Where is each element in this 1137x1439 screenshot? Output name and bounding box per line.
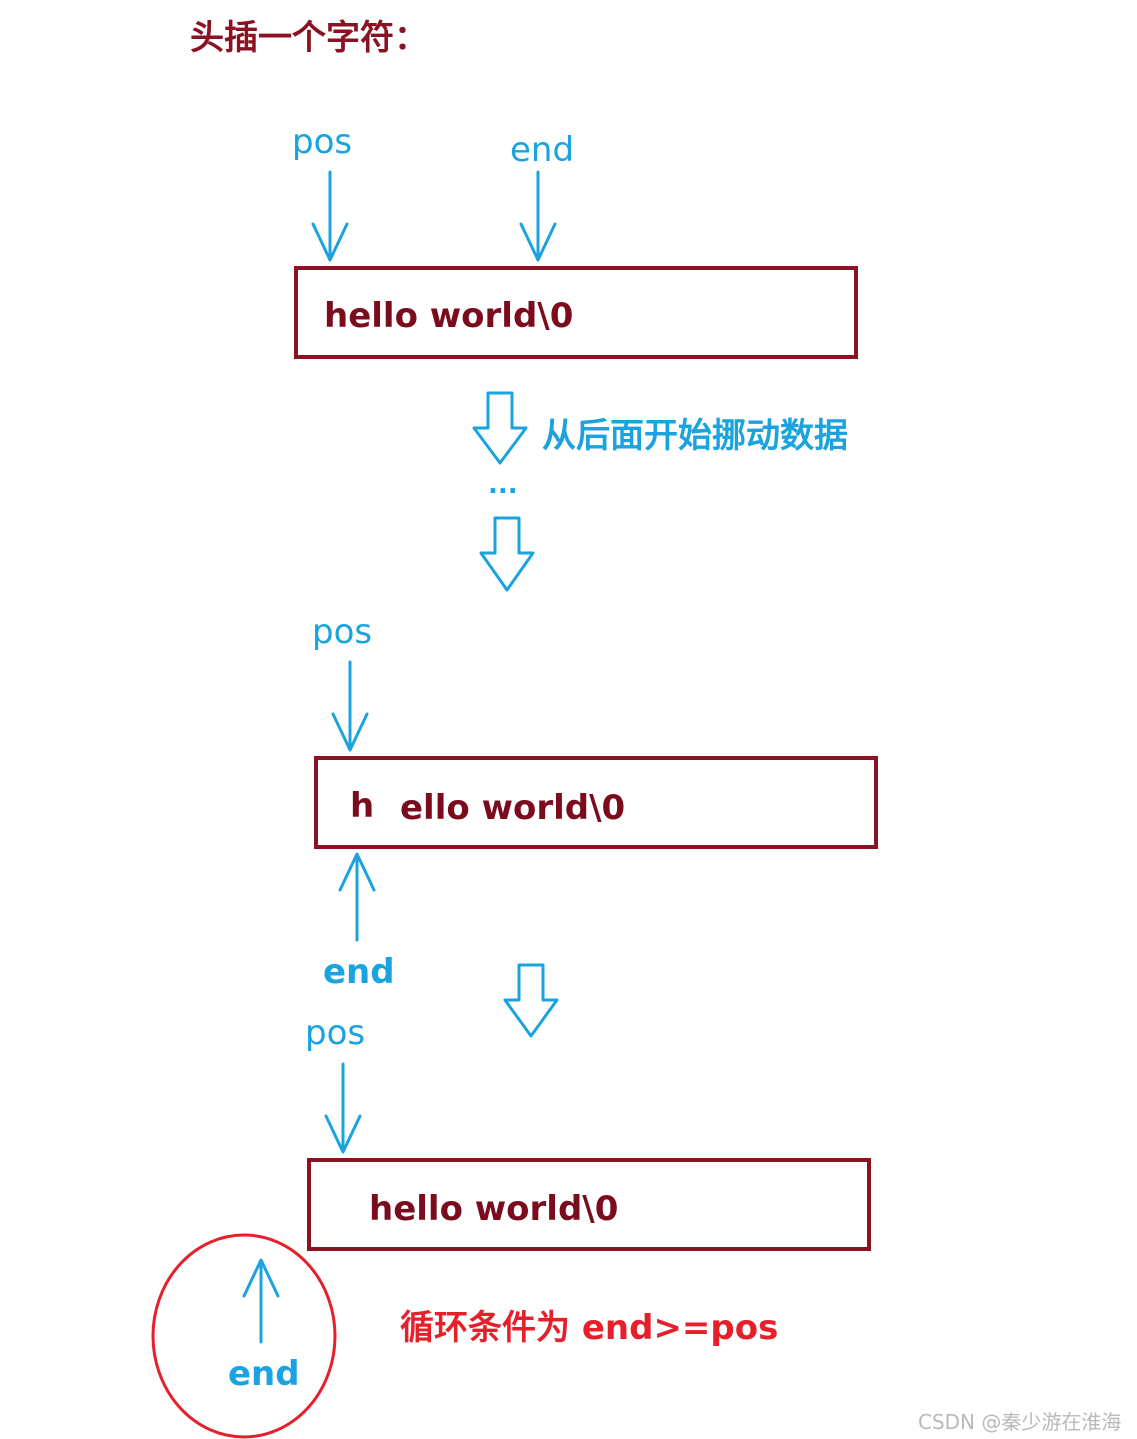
end-arrow-step2 [338, 852, 376, 942]
string-box-step2: h ello world\0 [314, 756, 878, 849]
end-label-step3: end [228, 1354, 300, 1394]
string-first-char-step2: h [350, 786, 375, 826]
string-rest-step2: ello world\0 [400, 788, 626, 828]
end-label-step2: end [323, 952, 395, 992]
hollow-down-arrow-2 [479, 516, 535, 592]
string-text-step3: hello world\0 [369, 1189, 619, 1229]
ellipsis: ... [488, 470, 518, 500]
watermark: CSDN @秦少游在淮海 [918, 1410, 1122, 1434]
end-arrow-step3 [242, 1258, 280, 1344]
pos-arrow-step1 [311, 170, 349, 262]
string-box-step1: hello world\0 [294, 266, 858, 359]
pos-label-step1: pos [292, 122, 353, 162]
pos-arrow-step3 [324, 1062, 362, 1154]
diagram-title: 头插一个字符： [190, 18, 428, 58]
loop-condition-note: 循环条件为 end>=pos [400, 1308, 779, 1348]
end-arrow-step1 [519, 170, 557, 262]
pos-arrow-step2 [331, 660, 369, 752]
hollow-down-arrow-3 [503, 963, 559, 1038]
pos-label-step3: pos [305, 1013, 366, 1053]
end-label-step1: end [510, 130, 575, 170]
end-highlight-circle [151, 1233, 337, 1439]
hollow-down-arrow-1 [472, 391, 528, 465]
move-data-note: 从后面开始挪动数据 [542, 416, 848, 456]
pos-label-step2: pos [312, 612, 373, 652]
string-box-step3: hello world\0 [307, 1158, 871, 1251]
string-text-step1: hello world\0 [324, 296, 574, 336]
